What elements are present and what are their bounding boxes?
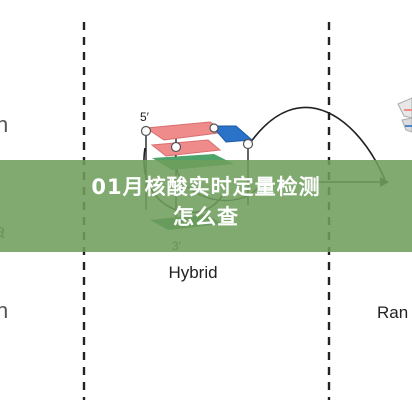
caption-hybrid: Hybrid	[168, 263, 217, 282]
left-edge-letter-bottom: n	[0, 298, 8, 323]
title-banner	[0, 160, 412, 252]
blue-slab	[210, 125, 254, 143]
page-title-line-2: 怎么查	[173, 205, 239, 229]
page-title: 01月核酸实时定量检测 怎么查	[0, 172, 412, 232]
strand-arc-right	[247, 106, 386, 181]
node-2	[170, 141, 182, 153]
caption-random: Ran	[377, 303, 408, 322]
node-4	[209, 123, 219, 133]
salmon-slab-lower	[150, 139, 222, 157]
page-title-line-1: 01月核酸实时定量检测	[91, 175, 321, 199]
node-1	[140, 125, 152, 137]
label-5-prime: 5′	[140, 110, 150, 124]
left-edge-letter-top: n	[0, 112, 8, 137]
node-3	[242, 138, 254, 150]
right-structure-fragment	[397, 97, 412, 133]
